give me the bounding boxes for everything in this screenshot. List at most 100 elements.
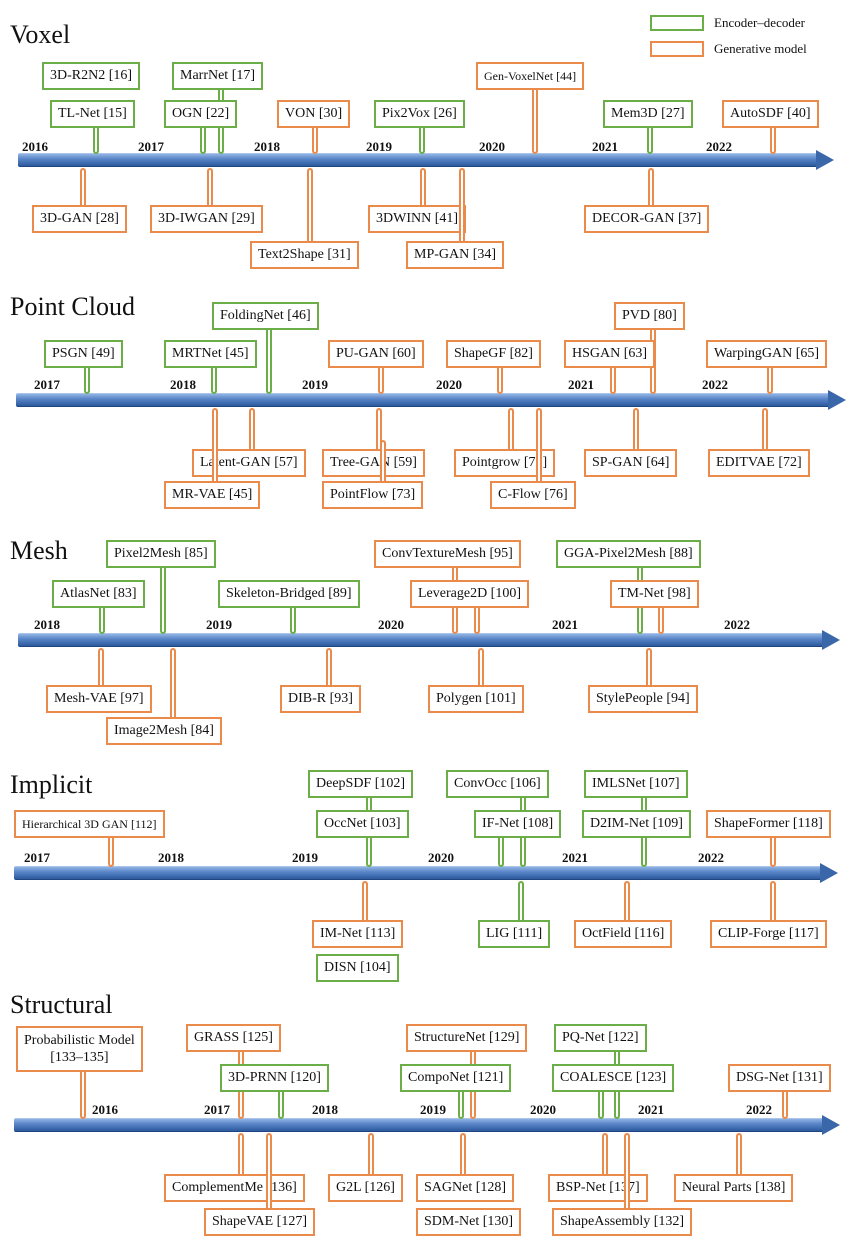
year-label: 2021 xyxy=(552,617,578,632)
year-label: 2020 xyxy=(428,850,454,865)
callout-stem xyxy=(782,1090,788,1119)
callout-stem xyxy=(80,1072,86,1119)
timeline-axis xyxy=(14,863,838,883)
callout-stem xyxy=(478,648,484,686)
callout-stem xyxy=(458,1090,464,1119)
year-label: 2017 xyxy=(24,850,50,865)
year-label: 2018 xyxy=(158,850,184,865)
callout-stem xyxy=(380,440,386,482)
method-box: 3D-GAN [28] xyxy=(32,205,127,233)
callout-stem xyxy=(532,88,538,154)
method-box: Mem3D [27] xyxy=(603,100,693,128)
year-label: 2019 xyxy=(302,377,328,392)
callout-stem xyxy=(736,1133,742,1175)
method-box: MarrNet [17] xyxy=(172,62,264,90)
method-box: ShapeGF [82] xyxy=(446,340,541,368)
callout-stem xyxy=(498,836,504,867)
method-box: C-Flow [76] xyxy=(490,481,576,509)
callout-stem xyxy=(648,168,654,206)
callout-stem xyxy=(508,408,514,450)
year-label: 2016 xyxy=(92,1102,118,1117)
callout-stem xyxy=(767,366,773,394)
method-box: 3DWINN [41] xyxy=(368,205,467,233)
year-label: 2022 xyxy=(724,617,750,632)
year-label: 2018 xyxy=(170,377,196,392)
year-label: 2022 xyxy=(702,377,728,392)
year-label: 2017 xyxy=(34,377,60,392)
method-box: VON [30] xyxy=(277,100,351,128)
method-box: G2L [126] xyxy=(328,1174,403,1202)
legend-item-encoder-decoder: Encoder–decoder xyxy=(650,10,807,36)
method-box: LIG [111] xyxy=(478,920,551,948)
year-label: 2021 xyxy=(562,850,588,865)
method-box: GGA-Pixel2Mesh [88] xyxy=(556,540,701,568)
method-box: BSP-Net [137] xyxy=(548,1174,648,1202)
method-box: ComplementMe [136] xyxy=(164,1174,305,1202)
callout-stem xyxy=(362,881,368,921)
method-box: DeepSDF [102] xyxy=(308,770,414,798)
method-box: GRASS [125] xyxy=(186,1024,281,1052)
callout-stem xyxy=(598,1090,604,1119)
callout-stem xyxy=(212,408,218,482)
callout-stem xyxy=(459,168,465,242)
year-label: 2021 xyxy=(592,139,618,154)
callout-stem xyxy=(633,408,639,450)
method-box: PVD [80] xyxy=(614,302,685,330)
method-box: DSG-Net [131] xyxy=(728,1064,831,1092)
callout-stem xyxy=(460,1133,466,1175)
callout-stem xyxy=(368,1133,374,1175)
method-box: PU-GAN [60] xyxy=(328,340,424,368)
callout-stem xyxy=(80,168,86,206)
method-box: 3D-R2N2 [16] xyxy=(42,62,141,90)
generative-model-swatch xyxy=(650,41,704,57)
year-label: 2019 xyxy=(292,850,318,865)
method-box: TL-Net [15] xyxy=(50,100,135,128)
callout-stem xyxy=(770,881,776,921)
year-label: 2019 xyxy=(420,1102,446,1117)
year-label: 2022 xyxy=(706,139,732,154)
method-box: OctField [116] xyxy=(574,920,673,948)
section-title: Structural xyxy=(10,990,113,1019)
method-box: ConvTextureMesh [95] xyxy=(374,540,521,568)
year-label: 2022 xyxy=(698,850,724,865)
timeline-axis xyxy=(18,630,840,650)
legend-label: Encoder–decoder xyxy=(714,15,805,30)
year-label: 2021 xyxy=(568,377,594,392)
method-box: Pixel2Mesh [85] xyxy=(106,540,216,568)
callout-stem xyxy=(420,168,426,206)
callout-stem xyxy=(770,836,776,867)
method-box: CompoNet [121] xyxy=(400,1064,512,1092)
legend: Encoder–decoder Generative model xyxy=(650,10,807,62)
callout-stem xyxy=(378,366,384,394)
year-label: 2017 xyxy=(138,139,164,154)
method-box: AutoSDF [40] xyxy=(722,100,819,128)
callout-stem xyxy=(624,1133,630,1209)
method-box: Hierarchical 3D GAN [112] xyxy=(14,810,165,838)
section-title: Mesh xyxy=(10,536,68,565)
callout-stem xyxy=(93,126,99,154)
method-box: Tree-GAN [59] xyxy=(322,449,425,477)
method-box: Leverage2D [100] xyxy=(410,580,530,608)
callout-stem xyxy=(518,881,524,921)
method-box: 3D-IWGAN [29] xyxy=(150,205,263,233)
method-box: MR-VAE [45] xyxy=(164,481,261,509)
method-box: D2IM-Net [109] xyxy=(582,810,691,838)
method-box: Skeleton-Bridged [89] xyxy=(218,580,360,608)
callout-stem xyxy=(376,408,382,450)
callout-stem xyxy=(108,836,114,867)
callout-stem xyxy=(207,168,213,206)
section-title: Implicit xyxy=(10,770,93,799)
method-box: OGN [22] xyxy=(164,100,238,128)
encoder-decoder-swatch xyxy=(650,15,704,31)
method-box: Latent-GAN [57] xyxy=(192,449,306,477)
callout-stem xyxy=(497,366,503,394)
method-box: 3D-PRNN [120] xyxy=(220,1064,329,1092)
year-label: 2016 xyxy=(22,139,48,154)
method-box: Probabilistic Model [133–135] xyxy=(16,1026,143,1072)
method-box: ConvOcc [106] xyxy=(446,770,549,798)
method-box: Gen-VoxelNet [44] xyxy=(476,62,585,90)
method-box: PointFlow [73] xyxy=(322,481,424,509)
method-box: ShapeAssembly [132] xyxy=(552,1208,693,1236)
callout-stem xyxy=(312,126,318,154)
callout-stem xyxy=(326,648,332,686)
